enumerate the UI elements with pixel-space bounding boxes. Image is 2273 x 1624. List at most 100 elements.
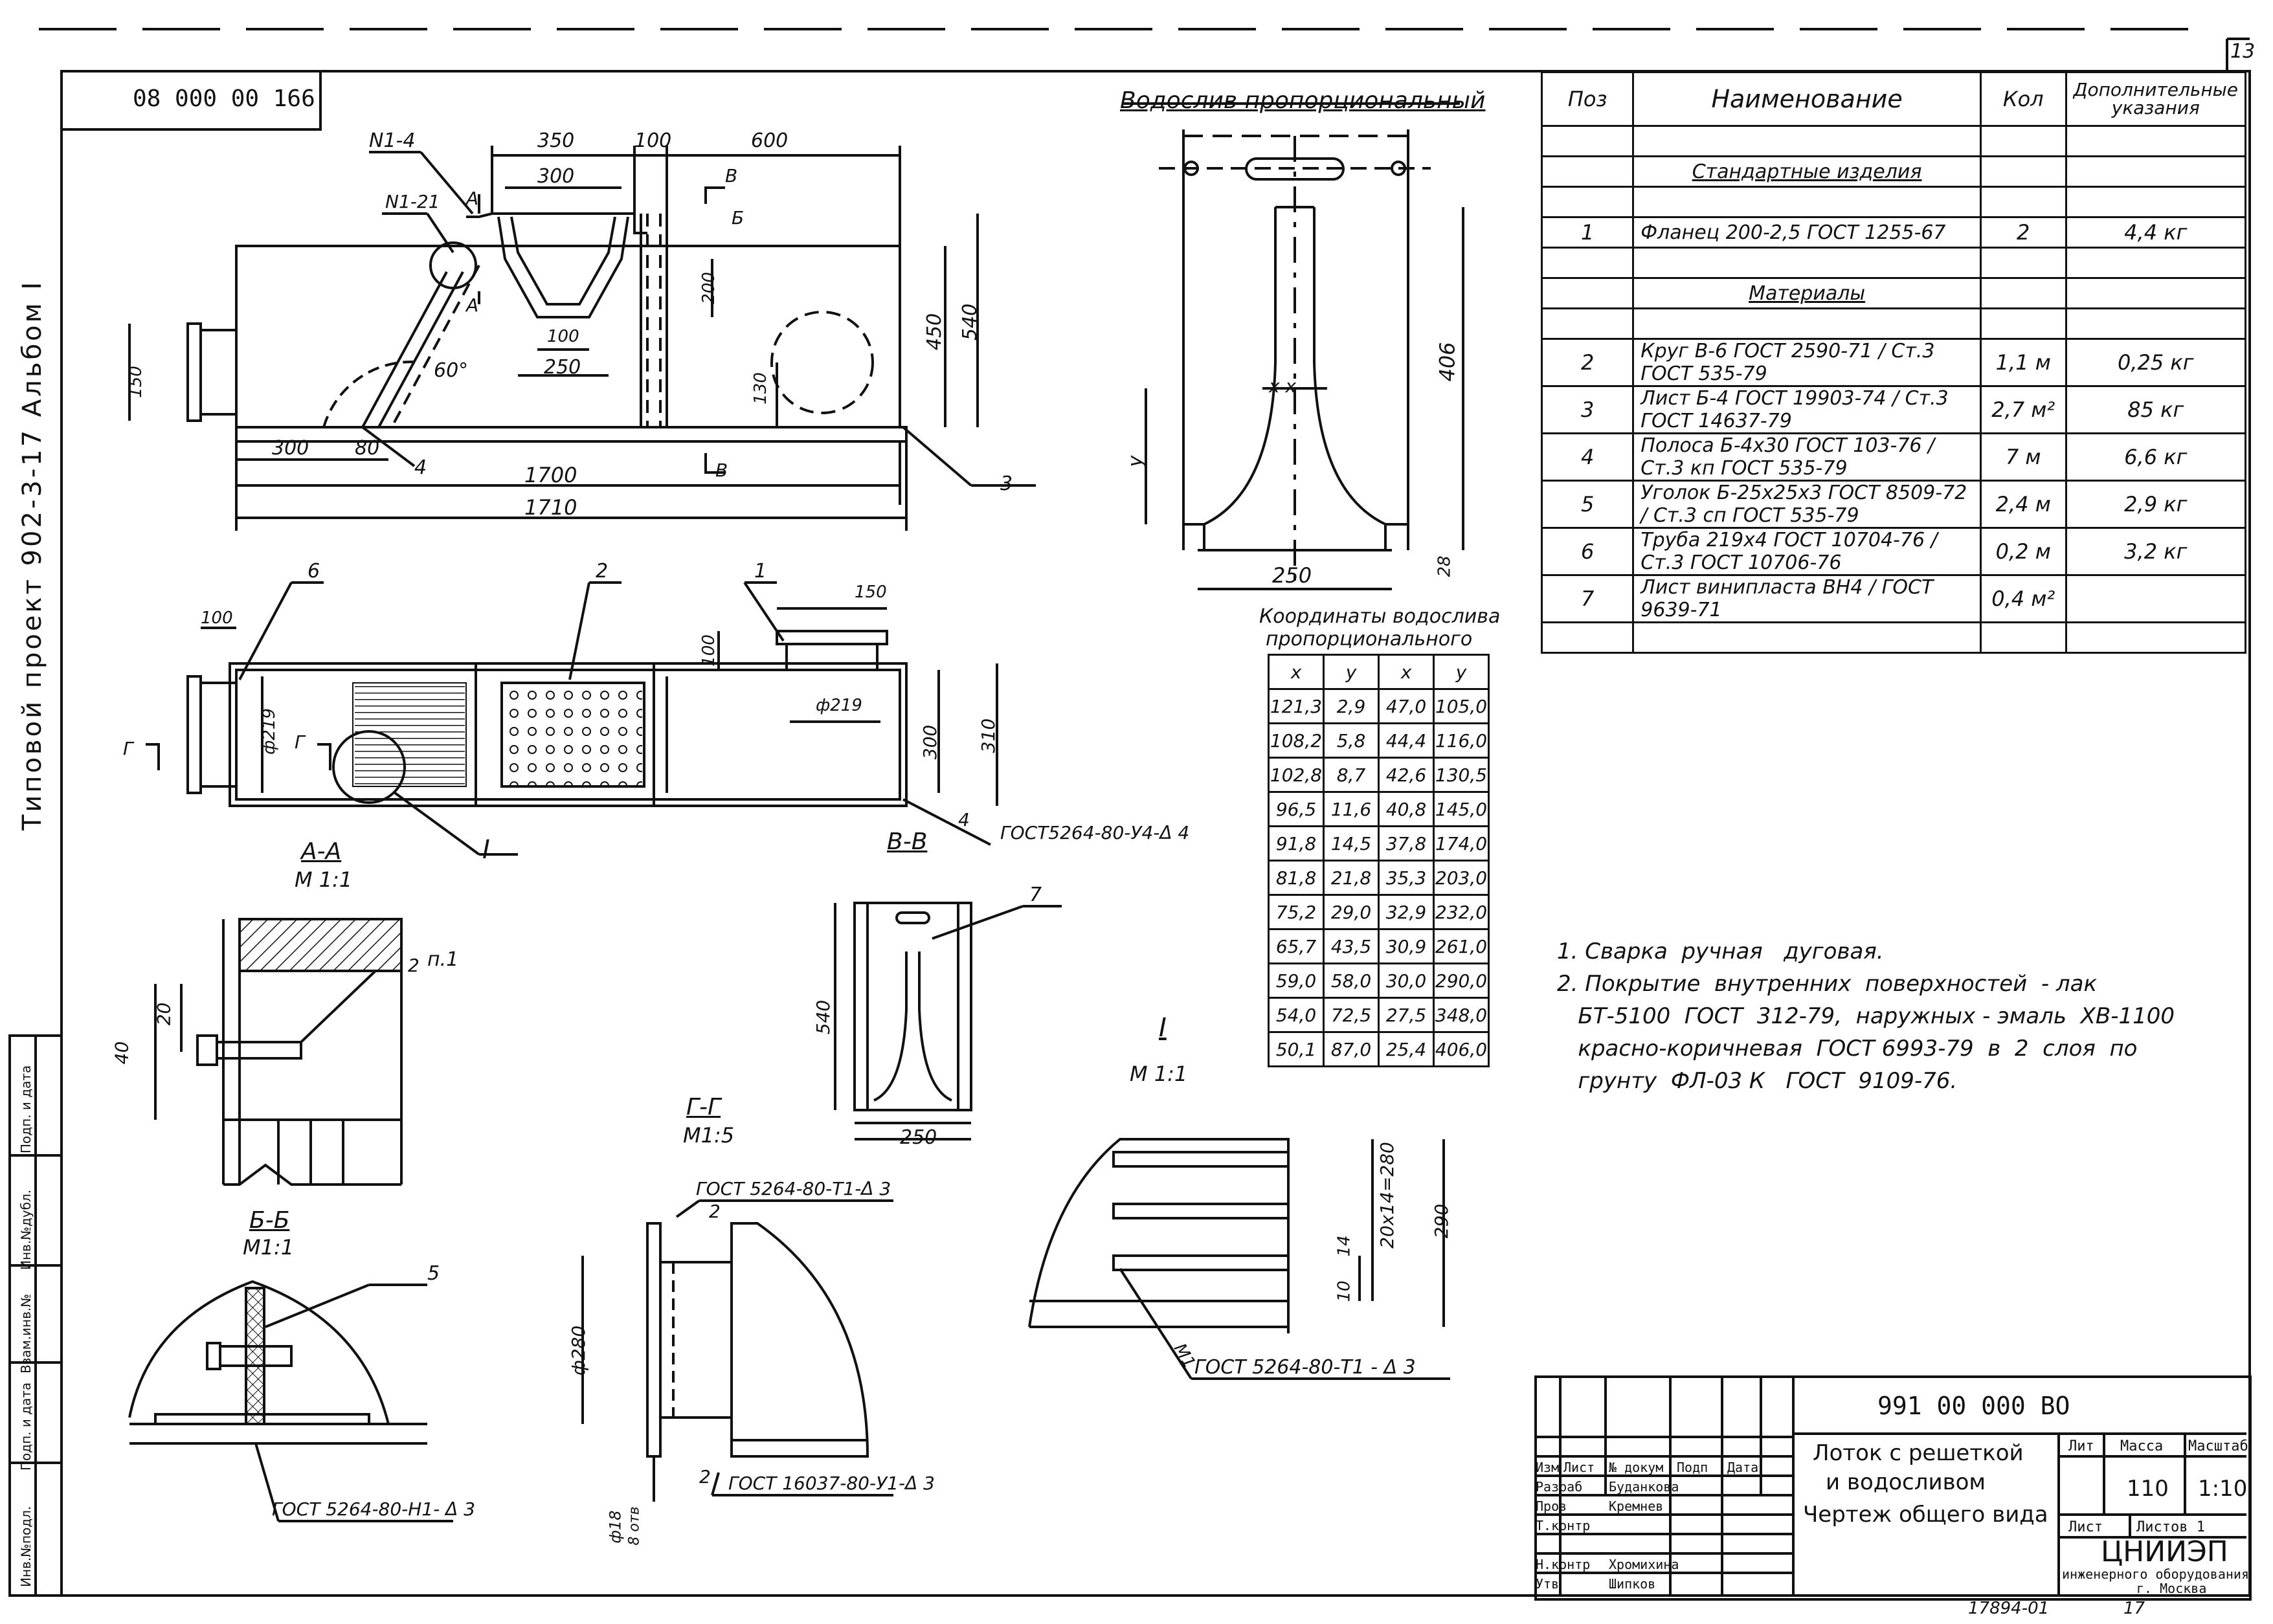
spec-header-qty: Кол xyxy=(1979,71,2067,127)
spec-cell-name: Полоса Б-4х30 ГОСТ 103-76 / Ст.3 кп ГОСТ… xyxy=(1632,432,1982,482)
coords-cell: 130,5 xyxy=(1433,757,1490,793)
tb-col-list: Лист xyxy=(1563,1460,1595,1475)
dim-250c: 250 xyxy=(900,1126,937,1149)
dim-250a: 250 xyxy=(544,356,581,379)
tb-role5: Утв xyxy=(1536,1576,1560,1592)
callout-b-top: Б xyxy=(732,207,745,228)
note-line: 1. Сварка ручная дуговая. xyxy=(1557,939,1884,964)
coords-cell: 102,8 xyxy=(1268,757,1325,793)
spec-cell-pos xyxy=(1540,277,1635,309)
spec-row xyxy=(1540,186,2247,218)
spec-cell-note xyxy=(2065,247,2247,279)
callout-v-top: В xyxy=(725,165,738,186)
dim-219a: ф219 xyxy=(259,708,279,755)
spec-cell-name xyxy=(1632,621,1982,654)
dim-300c: 300 xyxy=(919,724,941,760)
coords-cell: 203,0 xyxy=(1433,860,1490,896)
callout-pos2d: 2 xyxy=(699,1466,711,1487)
callout-pos2c: 2 xyxy=(709,1201,721,1222)
tb-title-1: Лоток с решеткой xyxy=(1813,1440,2024,1466)
callout-roman: I xyxy=(482,835,490,865)
callout-pos5: 5 xyxy=(427,1262,440,1285)
callout-pos3: 3 xyxy=(1000,473,1013,495)
spec-cell-pos xyxy=(1540,307,1635,340)
tb-sheet-label: Лист xyxy=(2068,1519,2103,1535)
coords-cell: 91,8 xyxy=(1268,825,1325,862)
dim-80: 80 xyxy=(355,437,380,460)
dim-xx: x x xyxy=(1269,375,1297,397)
spec-cell-note: 4,4 кг xyxy=(2065,216,2247,249)
doc-code-top: 08 000 00 166 xyxy=(133,85,315,112)
tb-doc-code: 991 00 000 ВО xyxy=(1877,1392,2070,1420)
spec-cell-note xyxy=(2065,574,2247,623)
dim-100c: 100 xyxy=(201,608,233,628)
spec-cell-note: 0,25 кг xyxy=(2065,338,2247,387)
spec-cell-qty xyxy=(1979,186,2067,218)
note-line: БТ-5100 ГОСТ 312-79, наружных - эмаль ХВ… xyxy=(1557,1003,2175,1029)
section-gg: Г-Г xyxy=(686,1094,721,1120)
dim-100a: 100 xyxy=(634,129,672,152)
spec-table: Поз Наименование Кол Дополнительные указ… xyxy=(1540,71,2247,654)
coords-cell: 87,0 xyxy=(1323,1031,1380,1067)
callout-g-right: Г xyxy=(295,731,305,753)
dim-100d: 100 xyxy=(699,634,719,667)
coords-title-1: Координаты водослива xyxy=(1259,605,1501,628)
coords-cell: 37,8 xyxy=(1378,825,1435,862)
spec-cell-name: Материалы xyxy=(1632,277,1982,309)
callout-pos4: 4 xyxy=(414,456,427,479)
spec-cell-qty xyxy=(1979,307,2067,340)
spec-header-pos: Поз xyxy=(1540,71,1635,127)
dim-14: 14 xyxy=(1334,1235,1354,1257)
coords-cell: 43,5 xyxy=(1323,928,1380,964)
dim-300a: 300 xyxy=(537,165,575,188)
title-block xyxy=(1534,1375,2252,1601)
coords-cell: 29,0 xyxy=(1323,894,1380,930)
spec-cell-qty xyxy=(1979,155,2067,188)
dim-60deg: 60° xyxy=(434,359,469,382)
coords-cell: 8,7 xyxy=(1323,757,1380,793)
tb-name5: Шипков xyxy=(1609,1576,1656,1592)
spec-cell-note xyxy=(2065,125,2247,157)
coords-header-x2: х xyxy=(1378,654,1435,690)
coords-cell: 2,9 xyxy=(1323,688,1380,724)
spec-cell-qty: 0,2 м xyxy=(1979,527,2067,576)
spec-cell-pos: 7 xyxy=(1540,574,1635,623)
side-title: Типовой проект 902-3-17 Альбом I xyxy=(17,279,47,830)
dim-20x14: 20х14=280 xyxy=(1376,1142,1398,1249)
spec-cell-pos xyxy=(1540,621,1635,654)
tb-name2: Кремнев xyxy=(1609,1498,1664,1514)
coords-cell: 27,5 xyxy=(1378,997,1435,1033)
tb-name4: Хромихина xyxy=(1609,1557,1679,1572)
spec-cell-name: Труба 219х4 ГОСТ 10704-76 / Ст.3 ГОСТ 10… xyxy=(1632,527,1982,576)
weld-y4: ГОСТ 16037-80-У1-Δ 3 xyxy=(728,1473,935,1494)
coords-cell: 11,6 xyxy=(1323,791,1380,827)
callout-g-left: Г xyxy=(123,738,133,759)
dim-310: 310 xyxy=(978,718,1000,753)
coords-cell: 145,0 xyxy=(1433,791,1490,827)
callout-v-bot: В xyxy=(715,460,728,481)
dim-40: 40 xyxy=(111,1041,133,1065)
coords-cell: 65,7 xyxy=(1268,928,1325,964)
spec-row: Материалы xyxy=(1540,277,2247,309)
weld-h1: ГОСТ 5264-80-Н1- Δ 3 xyxy=(272,1498,476,1520)
callout-pos1: 1 xyxy=(754,560,767,583)
callout-pos6: 6 xyxy=(308,560,320,583)
coords-cell: 121,3 xyxy=(1268,688,1325,724)
spec-cell-pos: 1 xyxy=(1540,216,1635,249)
spec-cell-pos: 4 xyxy=(1540,432,1635,482)
callout-pos4b: 4 xyxy=(958,809,970,830)
coords-cell: 5,8 xyxy=(1323,722,1380,759)
tb-lit-label: Лит xyxy=(2068,1438,2094,1454)
callout-pos2b: 2 xyxy=(408,955,420,976)
tb-title-3: Чертеж общего вида xyxy=(1803,1502,2048,1528)
coords-cell: 174,0 xyxy=(1433,825,1490,862)
spec-cell-name xyxy=(1632,186,1982,218)
